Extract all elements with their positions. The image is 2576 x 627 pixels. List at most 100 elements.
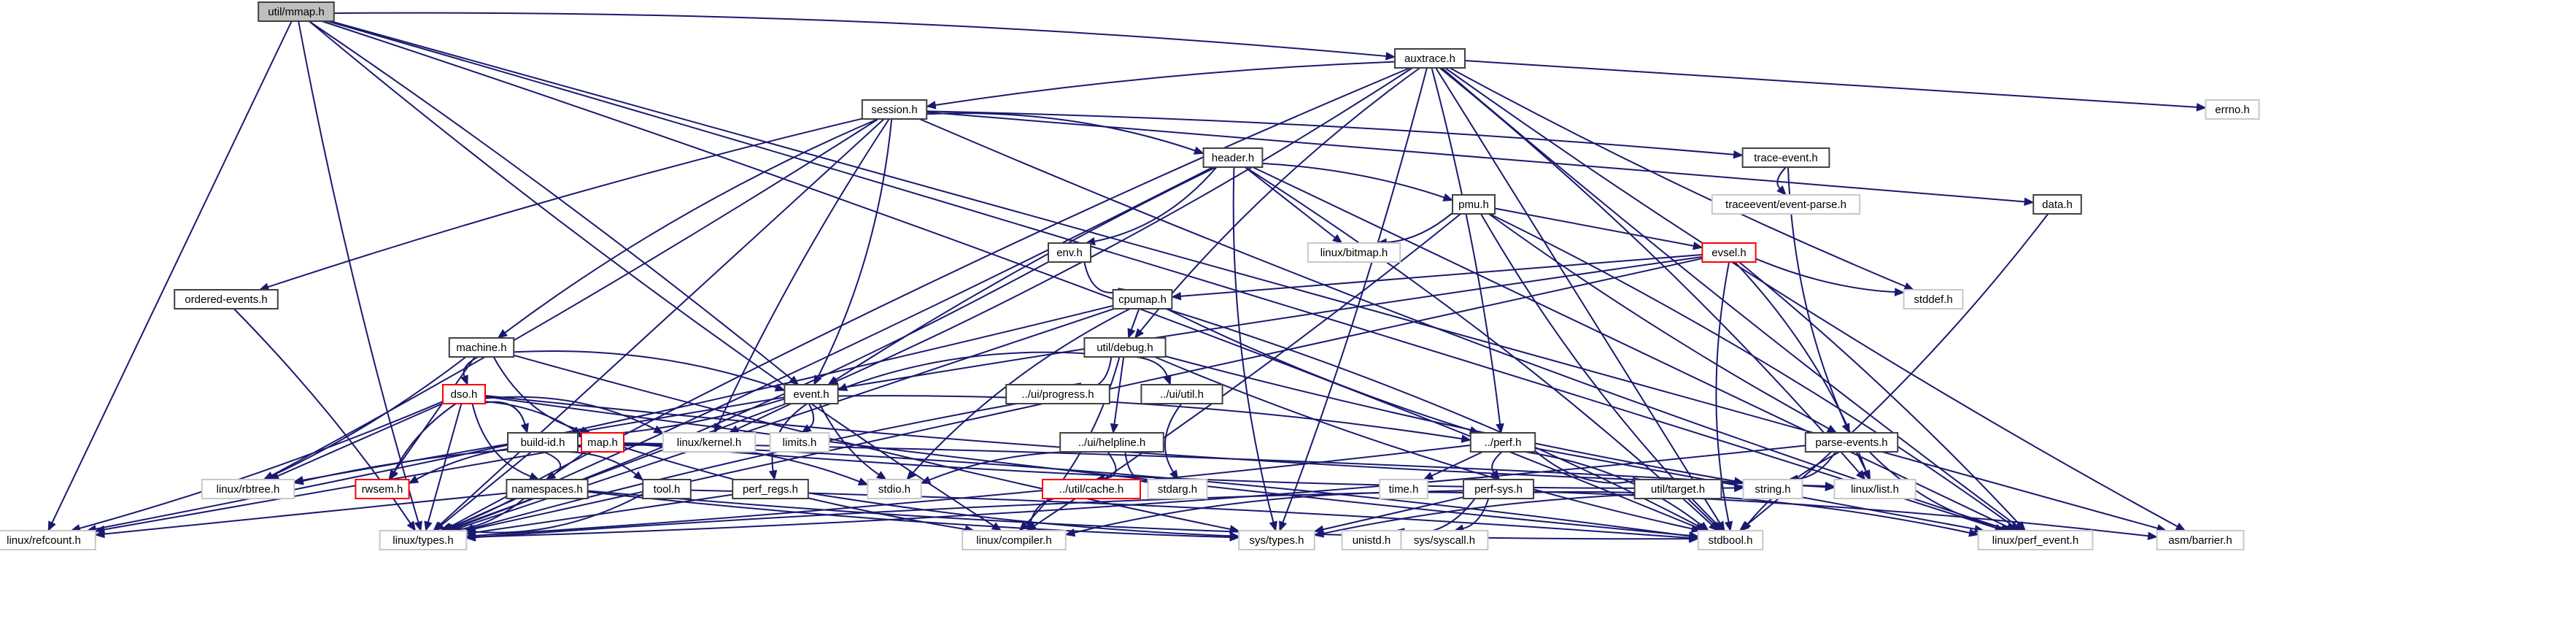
node-map[interactable]: map.h — [581, 432, 624, 453]
arrowhead-icon — [1423, 472, 1434, 480]
node-label: map.h — [587, 436, 618, 449]
node-rbtree[interactable]: linux/rbtree.h — [201, 479, 295, 499]
node-stddef[interactable]: stddef.h — [1903, 289, 1964, 309]
edge-event-to-perf — [838, 395, 1463, 440]
node-target[interactable]: util/target.h — [1633, 479, 1722, 499]
node-box — [769, 432, 830, 453]
node-systypes[interactable]: sys/types.h — [1238, 530, 1315, 550]
node-box — [732, 479, 809, 499]
edge-mmap-to-auxtrace — [333, 12, 1387, 57]
node-errno[interactable]: errno.h — [2205, 99, 2260, 120]
node-debug[interactable]: util/debug.h — [1083, 337, 1167, 358]
node-barrier[interactable]: asm/barrier.h — [2156, 530, 2245, 550]
node-compiler[interactable]: linux/compiler.h — [962, 530, 1067, 550]
node-mmap[interactable]: util/mmap.h — [258, 1, 335, 22]
node-syscall[interactable]: sys/syscall.h — [1400, 530, 1489, 550]
node-env[interactable]: env.h — [1048, 242, 1091, 263]
node-rwsem[interactable]: rwsem.h — [355, 479, 410, 499]
edge-mmap-to-perfevent — [327, 20, 1997, 529]
node-label: util/target.h — [1651, 483, 1705, 496]
node-perfsys[interactable]: perf-sys.h — [1463, 479, 1534, 499]
node-auxtrace[interactable]: auxtrace.h — [1394, 48, 1466, 69]
node-label: session.h — [871, 104, 917, 116]
node-string[interactable]: string.h — [1742, 479, 1803, 499]
edge-event-to-kernel — [737, 403, 792, 430]
node-buildid[interactable]: build-id.h — [507, 432, 579, 453]
node-box — [867, 479, 922, 499]
edge-helpline-to-stdio — [929, 451, 1068, 481]
node-box — [1833, 479, 1916, 499]
node-event[interactable]: event.h — [784, 384, 839, 404]
node-refcount[interactable]: linux/refcount.h — [0, 530, 96, 550]
node-label: traceevent/event-parse.h — [1725, 199, 1846, 211]
edge-session-to-kernel — [717, 118, 890, 426]
node-perfevent[interactable]: linux/perf_event.h — [1977, 530, 2094, 550]
node-label: stdarg.h — [1158, 483, 1197, 496]
node-box — [1112, 289, 1173, 309]
node-label: data.h — [2042, 199, 2073, 211]
node-label: util/debug.h — [1096, 342, 1153, 354]
node-label: ../perf.h — [1485, 436, 1522, 449]
edge-cpumap-to-stdbool — [1165, 308, 1701, 528]
node-unistd[interactable]: unistd.h — [1341, 530, 1402, 550]
node-box — [1701, 242, 1757, 263]
edge-uiutil-to-stdarg — [1164, 403, 1183, 473]
node-box — [1379, 479, 1428, 499]
node-pmu[interactable]: pmu.h — [1452, 194, 1496, 215]
node-stdbool[interactable]: stdbool.h — [1697, 530, 1764, 550]
node-types[interactable]: linux/types.h — [379, 530, 468, 550]
arrowhead-icon — [1332, 234, 1343, 244]
node-cache[interactable]: ../util/cache.h — [1042, 479, 1141, 499]
edge-pmu-to-bitmap — [1386, 212, 1453, 244]
node-time[interactable]: time.h — [1379, 479, 1428, 499]
node-box — [442, 384, 486, 404]
node-perfregs[interactable]: perf_regs.h — [732, 479, 809, 499]
node-header[interactable]: header.h — [1202, 147, 1264, 168]
edge-tool-to-types — [475, 493, 643, 534]
edge-perfsys-to-syscall — [1463, 498, 1490, 530]
node-parseevents[interactable]: parse-events.h — [1804, 432, 1899, 453]
arrowhead-icon — [1825, 482, 1836, 491]
node-session[interactable]: session.h — [861, 99, 928, 120]
node-perf[interactable]: ../perf.h — [1469, 432, 1536, 453]
node-machine[interactable]: machine.h — [448, 337, 515, 358]
node-label: util/mmap.h — [268, 6, 325, 18]
node-label: linux/kernel.h — [677, 436, 741, 449]
node-box — [1238, 530, 1315, 550]
node-kernel[interactable]: linux/kernel.h — [662, 432, 757, 453]
node-traceevent[interactable]: trace-event.h — [1741, 147, 1830, 168]
arrowhead-icon — [801, 424, 812, 434]
node-tool[interactable]: tool.h — [642, 479, 692, 499]
node-label: auxtrace.h — [1404, 53, 1455, 65]
node-label: unistd.h — [1353, 534, 1391, 547]
node-uiutil[interactable]: ../ui/util.h — [1140, 384, 1223, 404]
node-box — [642, 479, 692, 499]
node-list[interactable]: linux/list.h — [1833, 479, 1916, 499]
node-eventparse[interactable]: traceevent/event-parse.h — [1711, 194, 1861, 215]
node-evsel[interactable]: evsel.h — [1701, 242, 1757, 263]
node-label: ../ui/util.h — [1160, 388, 1204, 401]
node-limits[interactable]: limits.h — [769, 432, 830, 453]
node-bitmap[interactable]: linux/bitmap.h — [1307, 242, 1401, 263]
node-label: limits.h — [783, 436, 817, 449]
node-label: ../util/cache.h — [1059, 483, 1123, 496]
node-progress[interactable]: ../ui/progress.h — [1005, 384, 1110, 404]
edge-machine-to-map — [492, 356, 583, 431]
node-cpumap[interactable]: cpumap.h — [1112, 289, 1173, 309]
node-namespaces[interactable]: namespaces.h — [506, 479, 589, 499]
node-data[interactable]: data.h — [2032, 194, 2082, 215]
node-dso[interactable]: dso.h — [442, 384, 486, 404]
node-helpline[interactable]: ../ui/helpline.h — [1059, 432, 1164, 453]
arrowhead-icon — [837, 382, 848, 391]
edge-event-to-buildid — [586, 398, 785, 436]
node-ordered[interactable]: ordered-events.h — [174, 289, 279, 309]
node-box — [1452, 194, 1496, 215]
node-box — [506, 479, 589, 499]
arrowhead-icon — [2175, 522, 2186, 531]
arrowhead-icon — [1064, 528, 1076, 537]
node-stdio[interactable]: stdio.h — [867, 479, 922, 499]
node-box — [1394, 48, 1466, 69]
node-stdarg[interactable]: stdarg.h — [1147, 479, 1208, 499]
node-label: namespaces.h — [511, 483, 583, 496]
